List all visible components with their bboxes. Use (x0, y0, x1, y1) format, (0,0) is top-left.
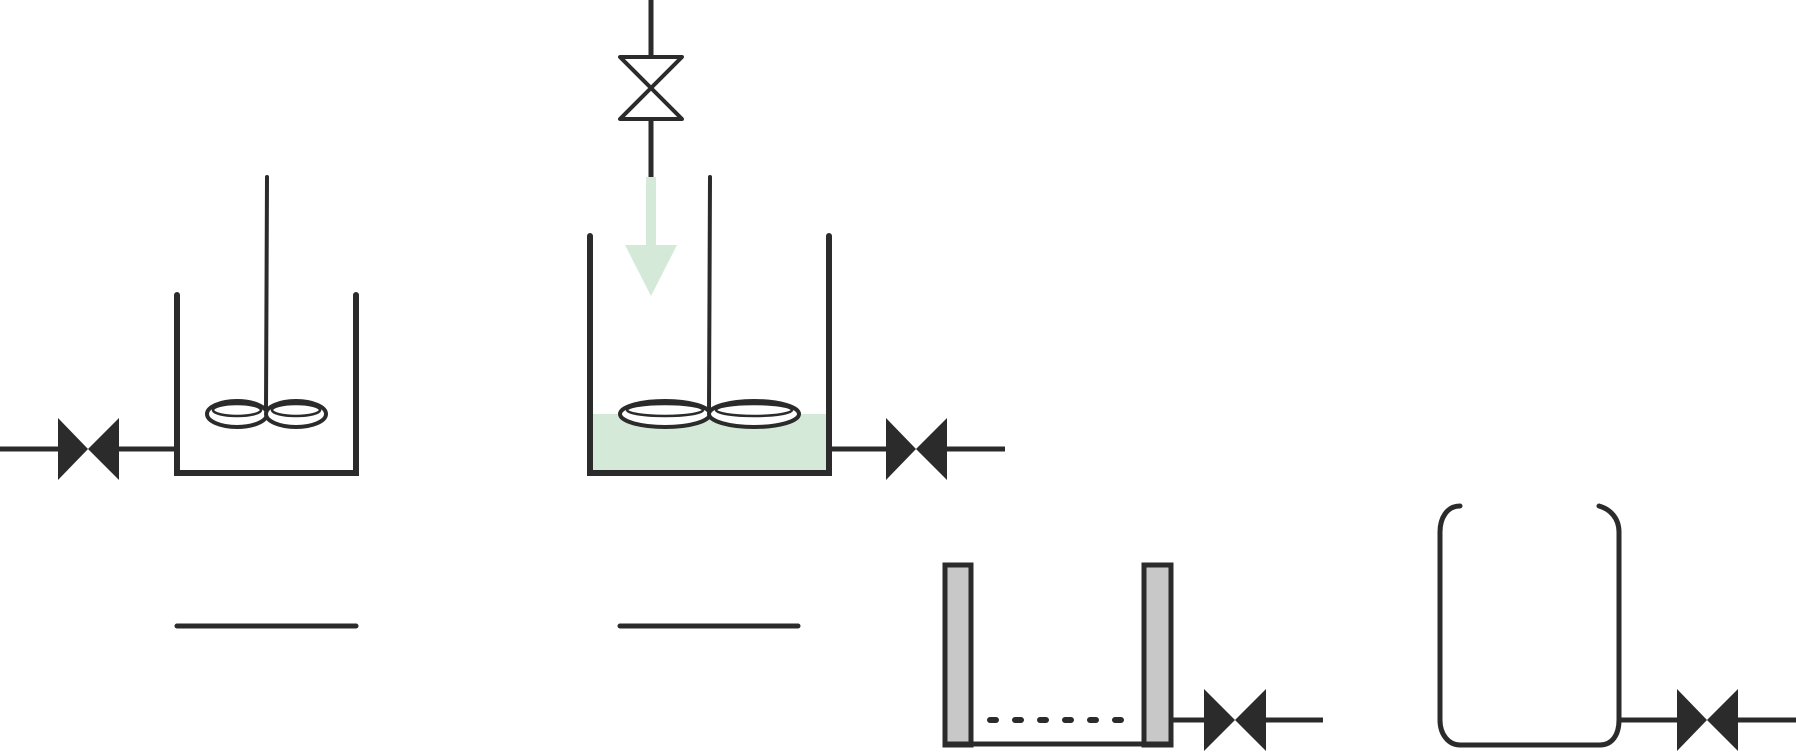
impeller-blade-left-inner (625, 402, 705, 418)
vessel-outline (1437, 503, 1622, 748)
bowtie-valve-icon (58, 418, 88, 480)
bowtie-valve-icon (88, 418, 119, 480)
agitator-shaft (264, 175, 269, 411)
tank-wall (174, 292, 359, 476)
bowtie-valve-icon (1204, 689, 1235, 751)
impeller-blade-right (264, 399, 328, 429)
inlet-valve-left[interactable] (0, 418, 177, 480)
outlet-valve-filter[interactable] (1171, 689, 1323, 751)
bowtie-valve-icon (1235, 689, 1266, 751)
receiver-vessel[interactable] (1437, 503, 1622, 748)
filter-wall-right (1141, 562, 1174, 748)
impeller-blade-right-inner (270, 402, 322, 418)
outlet-valve-middle[interactable] (829, 418, 1005, 480)
bowtie-valve-icon (916, 418, 947, 480)
stirred-tank-empty[interactable] (174, 175, 359, 476)
bowtie-valve-icon (1707, 689, 1738, 751)
arrow-down-icon (625, 245, 677, 296)
filter-tank[interactable] (942, 562, 1174, 748)
impeller-blade-right-inner (714, 402, 794, 418)
bowtie-valve-icon (618, 86, 684, 121)
agitator-shaft (707, 175, 712, 411)
feed-flow-arrow (625, 177, 677, 296)
feed-valve-top[interactable] (618, 0, 684, 177)
outlet-valve-right[interactable] (1619, 689, 1796, 751)
bowtie-valve-icon (1677, 689, 1707, 751)
bowtie-valve-icon (886, 418, 916, 480)
tank-wall (587, 233, 832, 476)
impeller-blade-left-inner (211, 402, 263, 418)
stirred-tank-filled[interactable] (587, 175, 832, 476)
impeller-blade-right (707, 399, 801, 429)
bowtie-valve-icon (618, 55, 684, 90)
filter-wall-left (942, 562, 974, 748)
arrow-stem (646, 177, 656, 245)
